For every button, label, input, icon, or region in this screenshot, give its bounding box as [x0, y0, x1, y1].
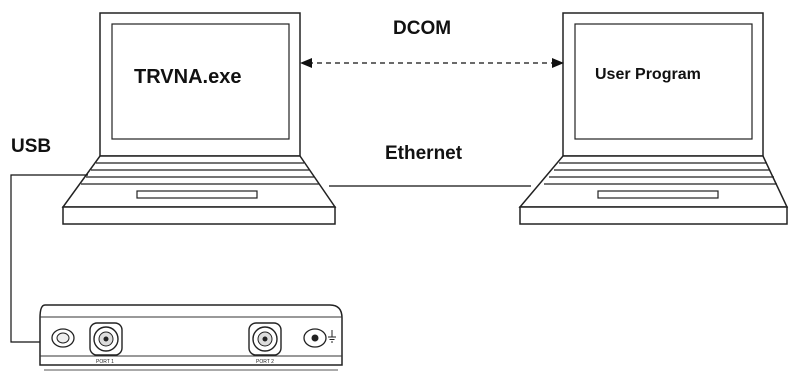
port1-connector-icon[interactable] [89, 322, 123, 356]
usb-label: USB [11, 136, 52, 157]
ethernet-label: Ethernet [385, 143, 463, 164]
left-laptop-screen [111, 23, 290, 140]
left-laptop-screen-label: TRVNA.exe [134, 66, 242, 88]
port2-connector-icon[interactable] [248, 322, 282, 356]
ground-symbol-icon [328, 330, 336, 343]
right-laptop-screen [574, 23, 753, 140]
port1-label: PORT 1 [96, 359, 114, 365]
right-laptop-touchpad [597, 190, 719, 199]
dcom-arrowhead-right [552, 58, 564, 68]
port2-label: PORT 2 [256, 359, 274, 365]
dcom-link [300, 58, 564, 68]
right-laptop-screen-label: User Program [595, 66, 701, 83]
usb-port-icon [303, 328, 327, 348]
usb-cable [10, 174, 88, 343]
vna-device: PORT 1 PORT 2 [39, 304, 343, 371]
right-laptop-base [519, 206, 788, 225]
dcom-label: DCOM [393, 18, 452, 39]
power-button-icon[interactable] [51, 328, 75, 348]
left-laptop-touchpad [136, 190, 258, 199]
left-laptop [61, 12, 337, 225]
dcom-arrowhead-left [300, 58, 312, 68]
right-laptop [518, 12, 789, 225]
left-laptop-keyboard-deck [61, 155, 337, 208]
right-laptop-keyboard-deck [518, 155, 789, 208]
left-laptop-base [62, 206, 336, 225]
